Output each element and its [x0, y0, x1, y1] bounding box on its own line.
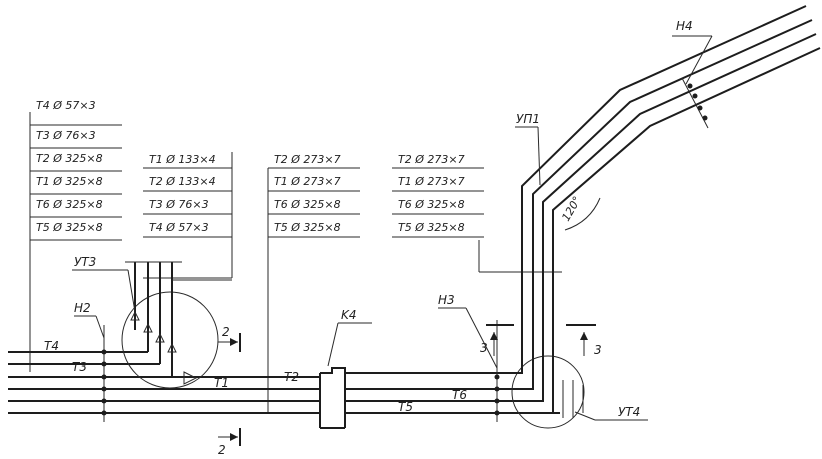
spec-3-row-4: T5 Ø 325×8: [274, 221, 341, 234]
spec-table-3: T2 Ø 273×7 T1 Ø 273×7 T6 Ø 325×8 T5 Ø 32…: [267, 153, 360, 412]
h2-supports: [74, 315, 107, 422]
label-h2: H2: [74, 301, 91, 315]
section-2-marks: [218, 333, 241, 446]
label-h3: H3: [438, 293, 455, 307]
spec-1-row-3: T2 Ø 325×8: [36, 152, 103, 165]
label-t5: T5: [398, 400, 413, 414]
spec-2-row-2: T2 Ø 133×4: [149, 175, 216, 188]
label-t2: T2: [284, 370, 299, 384]
spec-2-row-4: T4 Ø 57×3: [149, 221, 209, 234]
spec-table-1: T4 Ø 57×3 T3 Ø 76×3 T2 Ø 325×8 T1 Ø 325×…: [29, 99, 122, 372]
label-t3: T3: [72, 360, 87, 374]
spec-table-4: T2 Ø 273×7 T1 Ø 273×7 T6 Ø 325×8 T5 Ø 32…: [392, 153, 562, 273]
h3-supports: [438, 307, 500, 422]
label-section-2-bottom: 2: [218, 443, 226, 457]
label-angle: 120°: [559, 194, 584, 223]
label-ut3: УТ3: [74, 255, 96, 269]
spec-4-row-3: T6 Ø 325×8: [398, 198, 465, 211]
spec-1-row-6: T5 Ø 325×8: [36, 221, 103, 234]
label-t6: T6: [452, 388, 467, 402]
label-k4: K4: [341, 308, 357, 322]
spec-1-row-4: T1 Ø 325×8: [36, 175, 103, 188]
spec-4-row-2: T1 Ø 273×7: [398, 175, 465, 188]
spec-3-row-2: T1 Ø 273×7: [274, 175, 341, 188]
left-pipes: [8, 351, 320, 414]
spec-2-row-3: T3 Ø 76×3: [149, 198, 209, 211]
label-section-3-right: 3: [594, 343, 602, 357]
spec-2-row-1: T1 Ø 133×4: [149, 153, 216, 166]
ut3-node: [72, 261, 232, 389]
spec-4-row-4: T5 Ø 325×8: [398, 221, 465, 234]
label-section-3-left: 3: [480, 341, 488, 355]
label-t1: T1: [214, 376, 229, 390]
spec-4-row-1: T2 Ø 273×7: [398, 153, 465, 166]
label-t4: T4: [44, 339, 59, 353]
h4-support: [564, 35, 713, 231]
ut4-node: [505, 5, 821, 429]
spec-table-2: T1 Ø 133×4 T2 Ø 133×4 T3 Ø 76×3 T4 Ø 57×…: [143, 152, 233, 279]
section-3-marks: [486, 324, 596, 356]
label-ut4: УТ4: [618, 405, 640, 419]
label-h4: H4: [676, 19, 693, 33]
label-section-2-top: 2: [222, 325, 230, 339]
label-up1: УП1: [516, 112, 540, 126]
spec-3-row-1: T2 Ø 273×7: [274, 153, 341, 166]
k4-chamber: [319, 322, 560, 429]
spec-1-row-1: T4 Ø 57×3: [36, 99, 96, 112]
spec-1-row-2: T3 Ø 76×3: [36, 129, 96, 142]
spec-3-row-3: T6 Ø 325×8: [274, 198, 341, 211]
spec-1-row-5: T6 Ø 325×8: [36, 198, 103, 211]
